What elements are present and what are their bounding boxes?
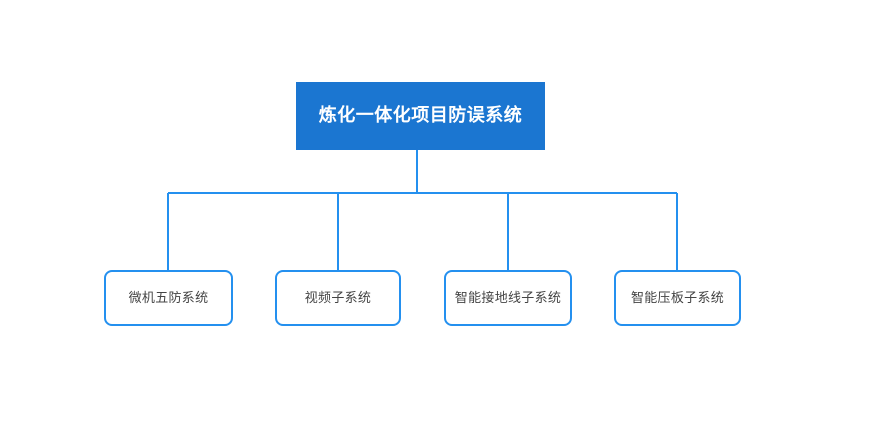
node-root[interactable]: 炼化一体化项目防误系统 (296, 82, 545, 150)
node-child-label: 智能压板子系统 (630, 290, 725, 306)
node-child-label: 微机五防系统 (128, 290, 209, 306)
node-child-zhinengyaban[interactable]: 智能压板子系统 (614, 270, 741, 326)
node-child-label: 智能接地线子系统 (454, 290, 562, 306)
node-child-zhinengjiedixian[interactable]: 智能接地线子系统 (444, 270, 572, 326)
node-child-weijiwufang[interactable]: 微机五防系统 (104, 270, 233, 326)
node-child-label: 视频子系统 (304, 290, 372, 306)
node-child-shipin[interactable]: 视频子系统 (275, 270, 401, 326)
node-root-label: 炼化一体化项目防误系统 (318, 105, 523, 126)
